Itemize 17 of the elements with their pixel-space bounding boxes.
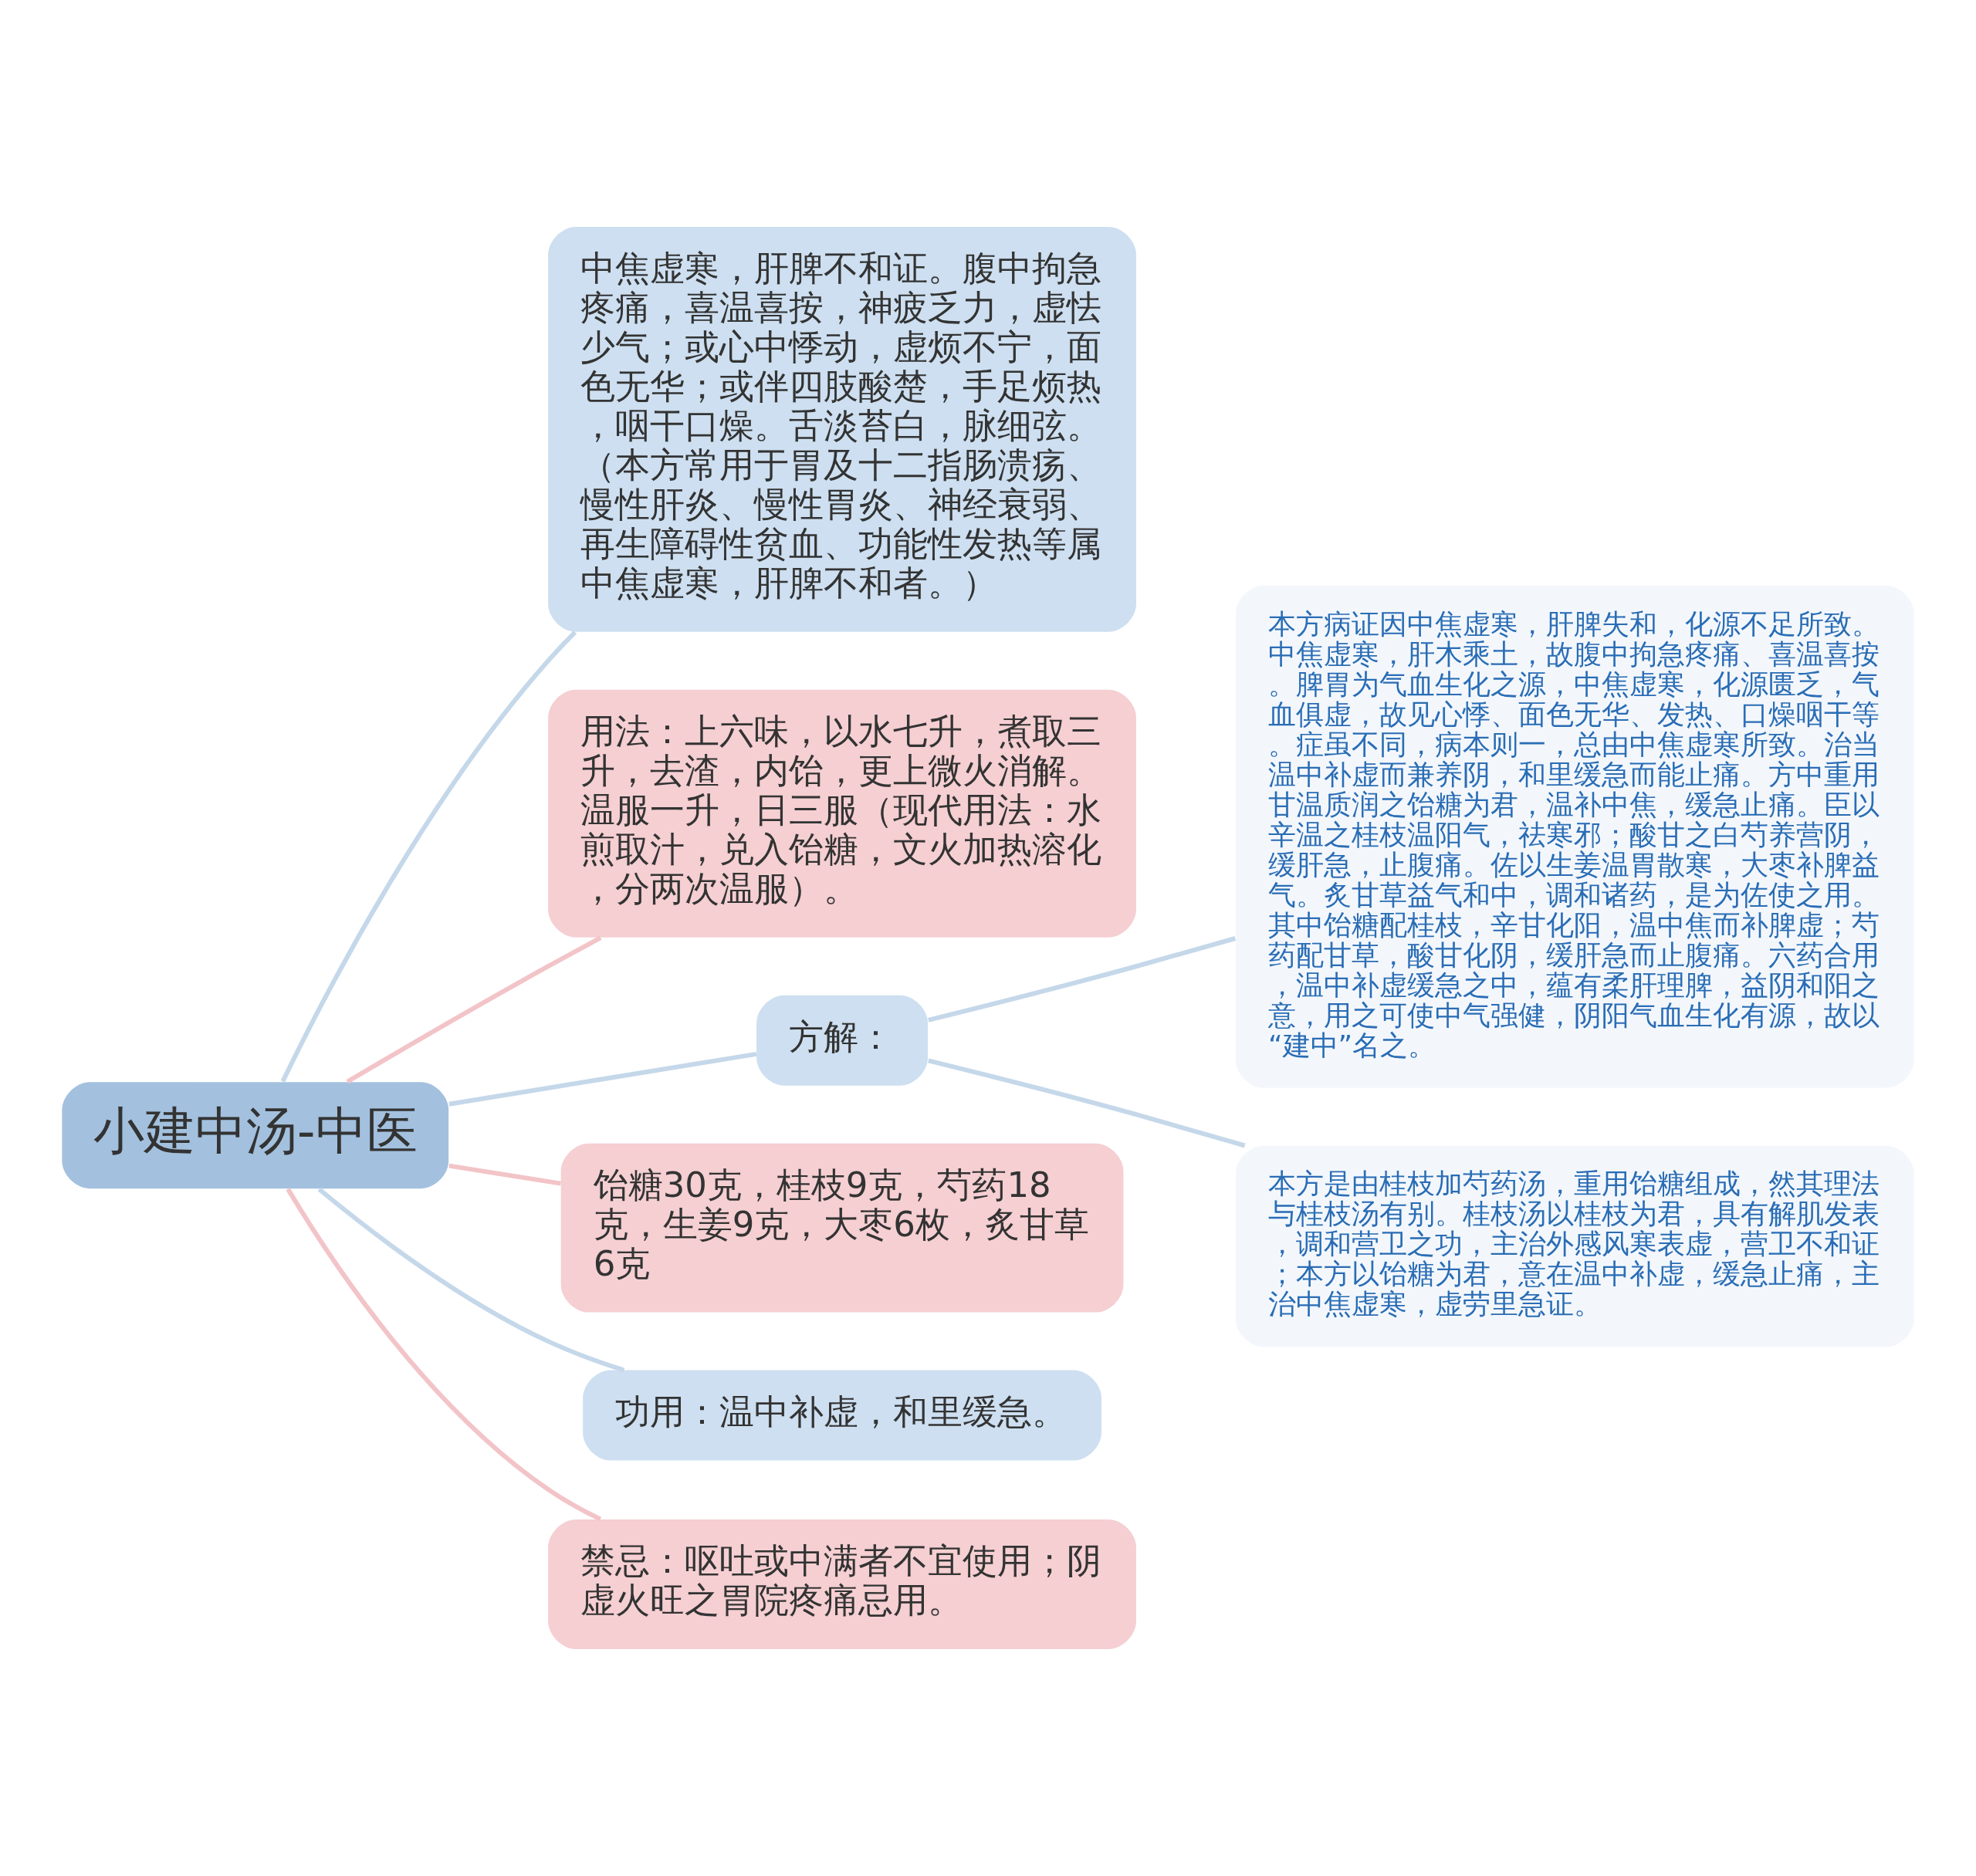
connector [346,935,602,1084]
connector [448,1051,757,1107]
connector [286,1188,602,1522]
connector [317,1187,625,1373]
node-box: 禁忌：呕吐或中满者不宜使用；阴虚火旺之胃院疼痛忌用。 [548,1519,1136,1649]
connector [448,1163,561,1186]
node-box: 饴糖30克，桂枝9克，芍药18克，生姜9克，大枣6枚，炙甘草6克 [560,1143,1124,1313]
node-box: 本方病证因中焦虚寒，肝脾失和，化源不足所致。中焦虚寒，肝木乘土，故腹中拘急疼痛、喜温喜按。脾胃为气血生化之源，中焦虚寒，化源匮乏，气血俱虚，故见心悸、面色无华、发热、口燥咽干等。症虽不同，病本则一，总由中焦虚寒所致。治当温中补虚而兼养阴，和里缓急而能止痛。方中重用甘温质润之饴糖为君，温补中焦，缓急止痛。臣以辛温之桂枝温阳气，祛寒邪；酸甘之白芍养营阴，缓肝急，止腹痛。佐以生姜温胃散寒，大枣补脾益气。炙甘草益气和中，调和诸药，是为佐使之用。其中饴糖配桂枝，辛甘化阳，温中焦而补脾虚；芍药配甘草，酸甘化阴，缓肝急而止腹痛。六药合用，温中补虚缓急之中，蕴有柔肝理脾，益阴和阳之意，用之可使中气强健，阴阳气血生化有源，故以“建中”名之。 [1235,585,1914,1088]
node-box: 小建中汤-中医 [62,1082,449,1189]
connector [927,936,1237,1023]
node-box: 方解： [756,995,928,1086]
node-box: 功用：温中补虚，和里缓急。 [583,1370,1101,1461]
node-box: 中焦虚寒，肝脾不和证。腹中拘急疼痛，喜温喜按，神疲乏力，虚怯少气；或心中悸动，虚烦不宁，面色无华；或伴四肢酸楚，手足烦热，咽干口燥。舌淡苔白，脉细弦。（本方常用于胃及十二指肠溃疡、慢性肝炎、慢性胃炎、神经衰弱、再生障碍性贫血、功能性发热等属中焦虚寒，肝脾不和者。） [548,227,1136,632]
node-box: 用法：上六味，以水七升，煮取三升，去渣，内饴，更上微火消解。温服一升，日三服（现代用法：水煎取汁，兑入饴糖，文火加热溶化，分两次温服）。 [548,689,1136,938]
node-box: 本方是由桂枝加芍药汤，重用饴糖组成，然其理法与桂枝汤有别。桂枝汤以桂枝为君，具有解肌发表，调和营卫之功，主治外感风寒表虚，营卫不和证；本方以饴糖为君，意在温中补虚，缓急止痛，主治中焦虚寒，虚劳里急证。 [1235,1145,1914,1347]
connector [280,630,577,1083]
connector [928,1058,1246,1148]
